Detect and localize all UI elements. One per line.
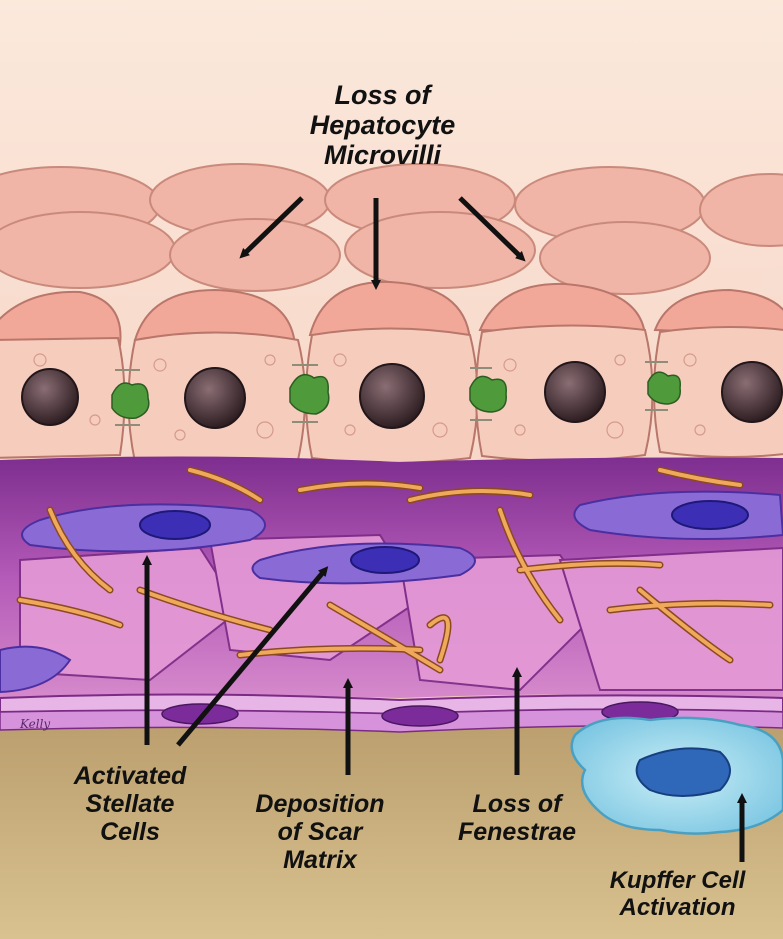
back-hepatocyte-row [0, 164, 783, 294]
nucleus-3 [360, 364, 424, 428]
nucleus-1 [22, 369, 78, 425]
label-deposition-of-scar-matrix: Deposition of Scar Matrix [225, 790, 415, 874]
nucleus-5 [722, 362, 782, 422]
label-loss-of-fenestrae: Loss of Fenestrae [422, 790, 612, 846]
label-loss-of-microvilli: Loss of Hepatocyte Microvilli [275, 80, 490, 171]
label-activated-stellate-cells: Activated Stellate Cells [35, 762, 225, 846]
nucleus-4 [545, 362, 605, 422]
nucleus-2 [185, 368, 245, 428]
artist-signature: Kelly [19, 717, 50, 731]
label-kupffer-cell-activation: Kupffer Cell Activation [575, 868, 780, 922]
